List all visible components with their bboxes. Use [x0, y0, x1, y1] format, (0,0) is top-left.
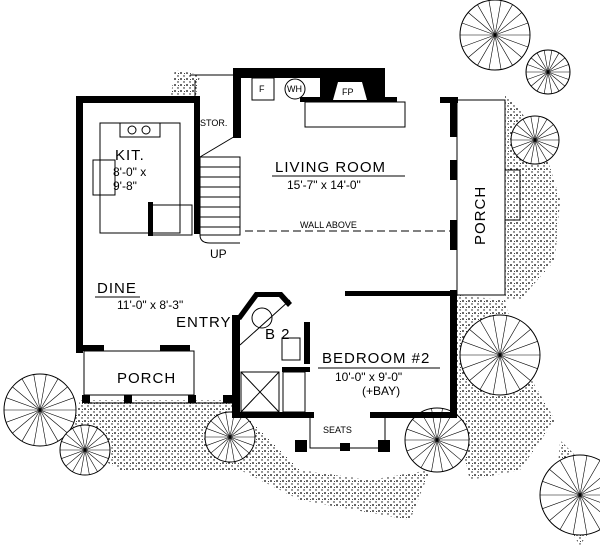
stairs: [199, 134, 241, 244]
tree-icon: [510, 115, 560, 165]
porch-right-label: PORCH: [472, 186, 489, 245]
seats-label: SEATS: [323, 425, 352, 435]
tree-icon: [459, 0, 531, 71]
bedroom-label: BEDROOM #2: [322, 350, 430, 367]
entry-label: ENTRY: [176, 314, 232, 331]
wall-above-label: WALL ABOVE: [300, 220, 357, 230]
fixtures: F WH FP: [239, 77, 406, 413]
living-room-dim: 15'-7" x 14'-0": [287, 178, 361, 192]
dine-label: DINE: [97, 280, 137, 297]
tree-icon: [59, 424, 111, 476]
kitchen-label: KIT.: [115, 147, 145, 164]
porch-front-label: PORCH: [117, 370, 176, 387]
shower-icon: [240, 371, 280, 413]
tree-icon: [525, 49, 571, 95]
tree-icon: [539, 454, 600, 536]
living-room-label: LIVING ROOM: [275, 159, 386, 176]
tree-icon: [3, 373, 77, 447]
kitchen-counters: [92, 122, 193, 236]
storage-label: STOR.: [200, 118, 227, 128]
stairs-up-label: UP: [210, 247, 227, 261]
kitchen-dim-2: 9'-8": [113, 179, 137, 193]
bedroom-dim: 10'-0" x 9'-0": [335, 370, 402, 384]
bath-label: B 2: [265, 326, 291, 343]
fireplace-label: FP: [342, 87, 354, 97]
tree-icon: [459, 314, 541, 396]
bedroom-note: (+BAY): [362, 384, 400, 398]
tree-icon: [204, 411, 256, 463]
walls: [76, 68, 521, 452]
furnace-label: F: [259, 84, 265, 94]
toilet-icon: [251, 307, 273, 329]
trees: [3, 0, 600, 536]
kitchen-dim-1: 8'-0" x: [113, 165, 146, 179]
room-labels: KIT. 8'-0" x 9'-8" STOR. LIVING ROOM 15'…: [95, 118, 489, 435]
dine-dim: 11'-0" x 8'-3": [117, 298, 183, 312]
tree-icon: [404, 407, 470, 473]
water-heater-label: WH: [287, 84, 302, 94]
